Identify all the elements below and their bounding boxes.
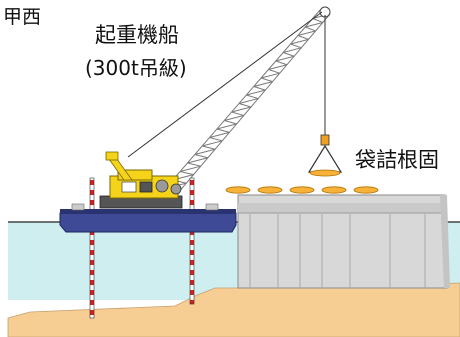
sandbag	[225, 186, 251, 194]
sandbag	[353, 186, 379, 194]
boom-lattice-member	[283, 47, 302, 53]
boom-lattice-member	[187, 162, 201, 167]
quay-block	[237, 194, 450, 289]
spud-poles	[89, 177, 195, 319]
spud-pole	[89, 177, 95, 319]
boom-lattice-member	[290, 43, 302, 49]
vessel-capacity-label: (300t吊級)	[85, 56, 187, 80]
boom-lattice-member	[187, 157, 209, 164]
boom-lattice-member	[260, 72, 280, 79]
boom-lattice-member	[260, 77, 273, 83]
crane-machinery	[99, 151, 183, 209]
boom-lattice-member	[283, 52, 295, 57]
boom-lattice-member	[253, 86, 266, 91]
sandbag	[321, 186, 347, 194]
boom-lattice-member	[224, 120, 237, 125]
boom-lattice-member	[246, 94, 259, 100]
boom-lattice-member	[268, 69, 280, 74]
boom-lattice-member	[179, 171, 194, 176]
boom-lattice-member	[305, 21, 323, 28]
boom-lattice-member	[202, 140, 223, 147]
boom-lattice-member	[209, 137, 223, 142]
boom-lattice-member	[297, 30, 316, 36]
boom-lattice-member	[194, 148, 216, 155]
boom-lattice-member	[238, 103, 252, 108]
luffing-line	[127, 11, 323, 158]
crane-hook-icon	[307, 134, 343, 177]
boom-lattice-member	[246, 89, 266, 96]
boom-lattice-member	[297, 35, 309, 40]
boom-lattice-member	[305, 26, 316, 32]
boom-lattice-member	[290, 38, 309, 45]
sandbag	[289, 186, 315, 194]
sandbag	[257, 186, 283, 194]
crane-boom	[157, 9, 331, 201]
boom-lattice-member	[238, 98, 259, 104]
boom-lattice-member	[224, 114, 244, 121]
spud-pole	[189, 177, 195, 305]
barge	[59, 203, 237, 233]
boom-lattice-member	[231, 106, 252, 113]
boom-lattice-member	[268, 64, 288, 70]
boom-lattice-member	[209, 131, 230, 138]
boom-lattice-member	[202, 145, 216, 150]
section-label: 甲西	[3, 6, 42, 28]
boom-lattice-member	[275, 55, 295, 62]
vessel-name-label: 起重機船	[95, 23, 179, 47]
material-label: 袋詰根固	[355, 148, 439, 172]
boom-lattice-member	[216, 128, 230, 133]
sandbags	[225, 186, 379, 194]
boom-lattice-member	[312, 18, 323, 23]
boom-lattice-member	[194, 154, 209, 159]
boom-lattice-member	[179, 165, 201, 172]
boom-lattice-member	[275, 60, 288, 66]
boom-lattice-member	[253, 81, 273, 87]
boom-lattice-member	[216, 123, 237, 130]
boom-lattice-member	[231, 111, 244, 116]
